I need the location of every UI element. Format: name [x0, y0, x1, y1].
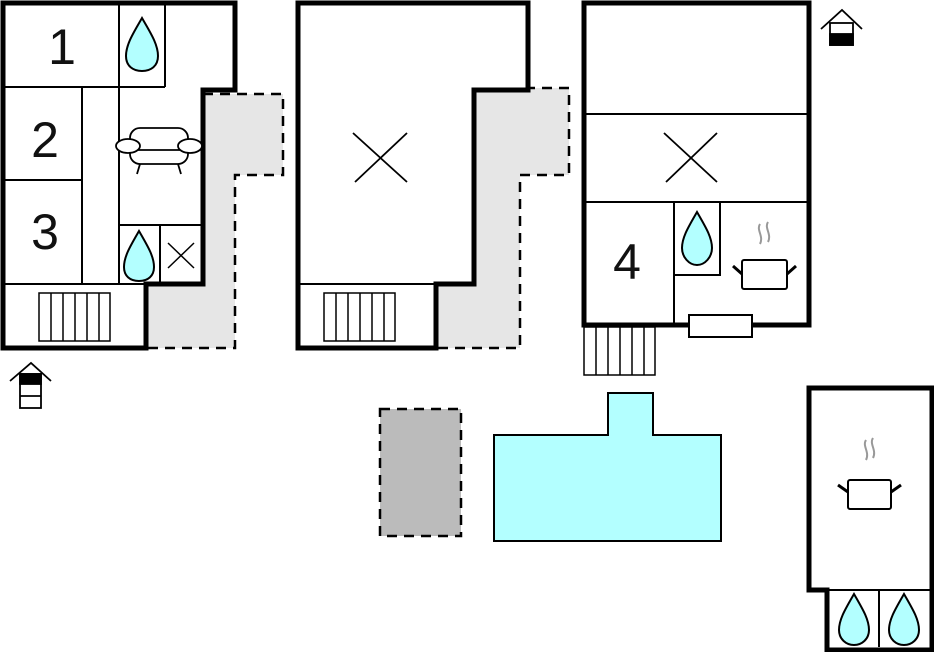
stairs-icon: [583, 326, 656, 376]
room-label-1: 1: [48, 19, 76, 75]
parking-area: [378, 407, 463, 538]
outer-wall-kitchen: [806, 385, 934, 652]
building-middle: [295, 0, 571, 351]
floor-level-house-icon: [820, 8, 863, 46]
building-outdoor-kitchen: [806, 385, 934, 652]
open-space-cross-icon: [663, 132, 718, 183]
water-drop-icon: [122, 228, 156, 283]
toilet-cross-icon: [167, 242, 195, 269]
building-left: 1 2 3: [0, 0, 285, 351]
cooking-pot-icon: [732, 221, 797, 290]
water-drop-icon: [887, 591, 921, 647]
water-drop-icon: [837, 591, 871, 647]
outer-wall-middle: [295, 0, 531, 351]
open-space-cross-icon: [352, 132, 408, 183]
swimming-pool: [493, 392, 722, 542]
stairs-icon: [323, 292, 396, 342]
floor-level-house-icon: [9, 361, 52, 409]
cooking-pot-icon: [837, 437, 902, 510]
room-label-2: 2: [31, 112, 59, 168]
water-drop-icon: [680, 209, 714, 267]
sofa-icon: [115, 127, 203, 175]
terrace-middle: [434, 86, 571, 350]
building-right: 4: [581, 0, 812, 376]
room-label-3: 3: [31, 204, 59, 260]
stairs-icon: [38, 292, 111, 342]
water-drop-icon: [124, 15, 160, 73]
kitchen-counter: [688, 314, 753, 338]
room-label-4: 4: [613, 234, 641, 290]
